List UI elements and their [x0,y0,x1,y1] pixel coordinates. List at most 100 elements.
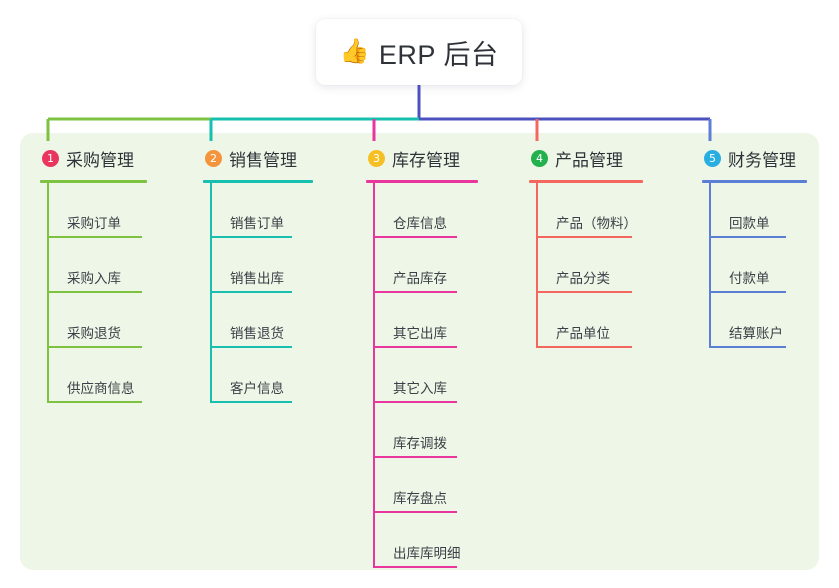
branch-badge-5: 5 [704,149,721,167]
leaf-node-underline [47,291,142,293]
leaf-node-underline [536,346,632,348]
leaf-node-underline [709,291,786,293]
leaf-node-underline [373,401,457,403]
leaf-node[interactable]: 采购入库 [40,238,147,293]
thumbs-up-icon: 👍 [339,38,370,65]
branch-underline-2 [203,180,313,183]
branch-column-4: 4 产品管理产品（物料） 产品分类产品单位 [529,145,643,348]
branch-underline-1 [40,180,147,183]
branch-title-1: 采购管理 [66,150,134,170]
branch-header-2[interactable]: 2 销售管理 [203,145,313,171]
leaf-node-underline [47,236,142,238]
leaf-node[interactable]: 出库库明细 [366,513,478,568]
leaf-node[interactable]: 仓库信息 [366,183,478,238]
leaf-node[interactable]: 回款单 [702,183,807,238]
branch-badge-3: 3 [368,149,385,167]
leaf-node[interactable]: 客户信息 [203,348,313,403]
branch-leaf-list-5: 回款单付款单结算账户 [702,183,807,348]
leaf-node[interactable]: 采购退货 [40,293,147,348]
branch-spine-2 [210,183,212,403]
leaf-node-label: 其它出库 [393,326,447,341]
leaf-node-label: 库存调拨 [393,436,447,451]
leaf-node-underline [210,401,292,403]
leaf-node-label: 客户信息 [230,381,284,396]
branch-leaf-list-1: 采购订单采购入库采购退货供应商信息 [40,183,147,403]
leaf-node-label: 仓库信息 [393,216,447,231]
branch-leaf-list-4: 产品（物料） 产品分类产品单位 [529,183,643,348]
branch-title-2: 销售管理 [229,150,297,170]
branch-spine-5 [709,183,711,348]
branch-column-5: 5 财务管理回款单付款单结算账户 [702,145,807,348]
leaf-node-underline [210,291,292,293]
branch-title-5: 财务管理 [728,150,796,170]
leaf-node[interactable]: 产品库存 [366,238,478,293]
leaf-node-label: 付款单 [729,271,770,286]
branch-badge-1: 1 [42,149,59,167]
leaf-node[interactable]: 其它出库 [366,293,478,348]
leaf-node-label: 结算账户 [729,326,783,341]
leaf-node[interactable]: 销售出库 [203,238,313,293]
leaf-node[interactable]: 产品分类 [529,238,643,293]
branch-header-4[interactable]: 4 产品管理 [529,145,643,171]
leaf-node-label: 销售出库 [230,271,284,286]
branches-panel [20,133,819,570]
leaf-node[interactable]: 供应商信息 [40,348,147,403]
branch-spine-1 [47,183,49,403]
leaf-node[interactable]: 库存调拨 [366,403,478,458]
leaf-node-label: 产品库存 [393,271,447,286]
leaf-node[interactable]: 产品单位 [529,293,643,348]
leaf-node-label: 采购订单 [67,216,121,231]
leaf-node-underline [47,401,142,403]
branch-leaf-list-3: 仓库信息产品库存其它出库其它入库库存调拨库存盘点出库库明细 [366,183,478,568]
leaf-node-label: 产品分类 [556,271,610,286]
leaf-node-label: 销售订单 [230,216,284,231]
branch-underline-4 [529,180,643,183]
branch-header-1[interactable]: 1 采购管理 [40,145,147,171]
leaf-node-label: 产品单位 [556,326,610,341]
leaf-node[interactable]: 采购订单 [40,183,147,238]
branch-underline-3 [366,180,478,183]
leaf-node-label: 库存盘点 [393,491,447,506]
leaf-node-label: 回款单 [729,216,770,231]
root-node-label: ERP 后台 [378,39,499,70]
branch-header-3[interactable]: 3 库存管理 [366,145,478,171]
leaf-node-underline [709,236,786,238]
branch-title-3: 库存管理 [392,150,460,170]
branch-badge-4: 4 [531,149,548,167]
leaf-node-underline [210,236,292,238]
leaf-node[interactable]: 库存盘点 [366,458,478,513]
root-node-title: 👍 ERP 后台 [340,33,499,72]
leaf-node-underline [373,511,457,513]
leaf-node[interactable]: 产品（物料） [529,183,643,238]
leaf-node[interactable]: 其它入库 [366,348,478,403]
branch-spine-4 [536,183,538,348]
leaf-node-underline [709,346,786,348]
branch-leaf-list-2: 销售订单销售出库销售退货客户信息 [203,183,313,403]
root-node-card[interactable]: 👍 ERP 后台 [316,19,522,85]
leaf-node[interactable]: 结算账户 [702,293,807,348]
branch-column-2: 2 销售管理销售订单销售出库销售退货客户信息 [203,145,313,403]
leaf-node-label: 出库库明细 [393,546,461,561]
branch-header-5[interactable]: 5 财务管理 [702,145,807,171]
branch-column-1: 1 采购管理采购订单采购入库采购退货供应商信息 [40,145,147,403]
branch-title-4: 产品管理 [555,150,623,170]
leaf-node-label: 采购入库 [67,271,121,286]
branch-underline-5 [702,180,807,183]
leaf-node-label: 销售退货 [230,326,284,341]
leaf-node-underline [373,456,457,458]
leaf-node-underline [373,566,457,568]
leaf-node[interactable]: 付款单 [702,238,807,293]
leaf-node-label: 采购退货 [67,326,121,341]
leaf-node-label: 产品（物料） [556,216,637,231]
leaf-node[interactable]: 销售订单 [203,183,313,238]
leaf-node[interactable]: 销售退货 [203,293,313,348]
leaf-node-label: 供应商信息 [67,381,135,396]
leaf-node-underline [47,346,142,348]
leaf-node-underline [536,236,632,238]
leaf-node-underline [373,291,457,293]
leaf-node-underline [373,346,457,348]
branch-badge-2: 2 [205,149,222,167]
leaf-node-underline [373,236,457,238]
leaf-node-label: 其它入库 [393,381,447,396]
